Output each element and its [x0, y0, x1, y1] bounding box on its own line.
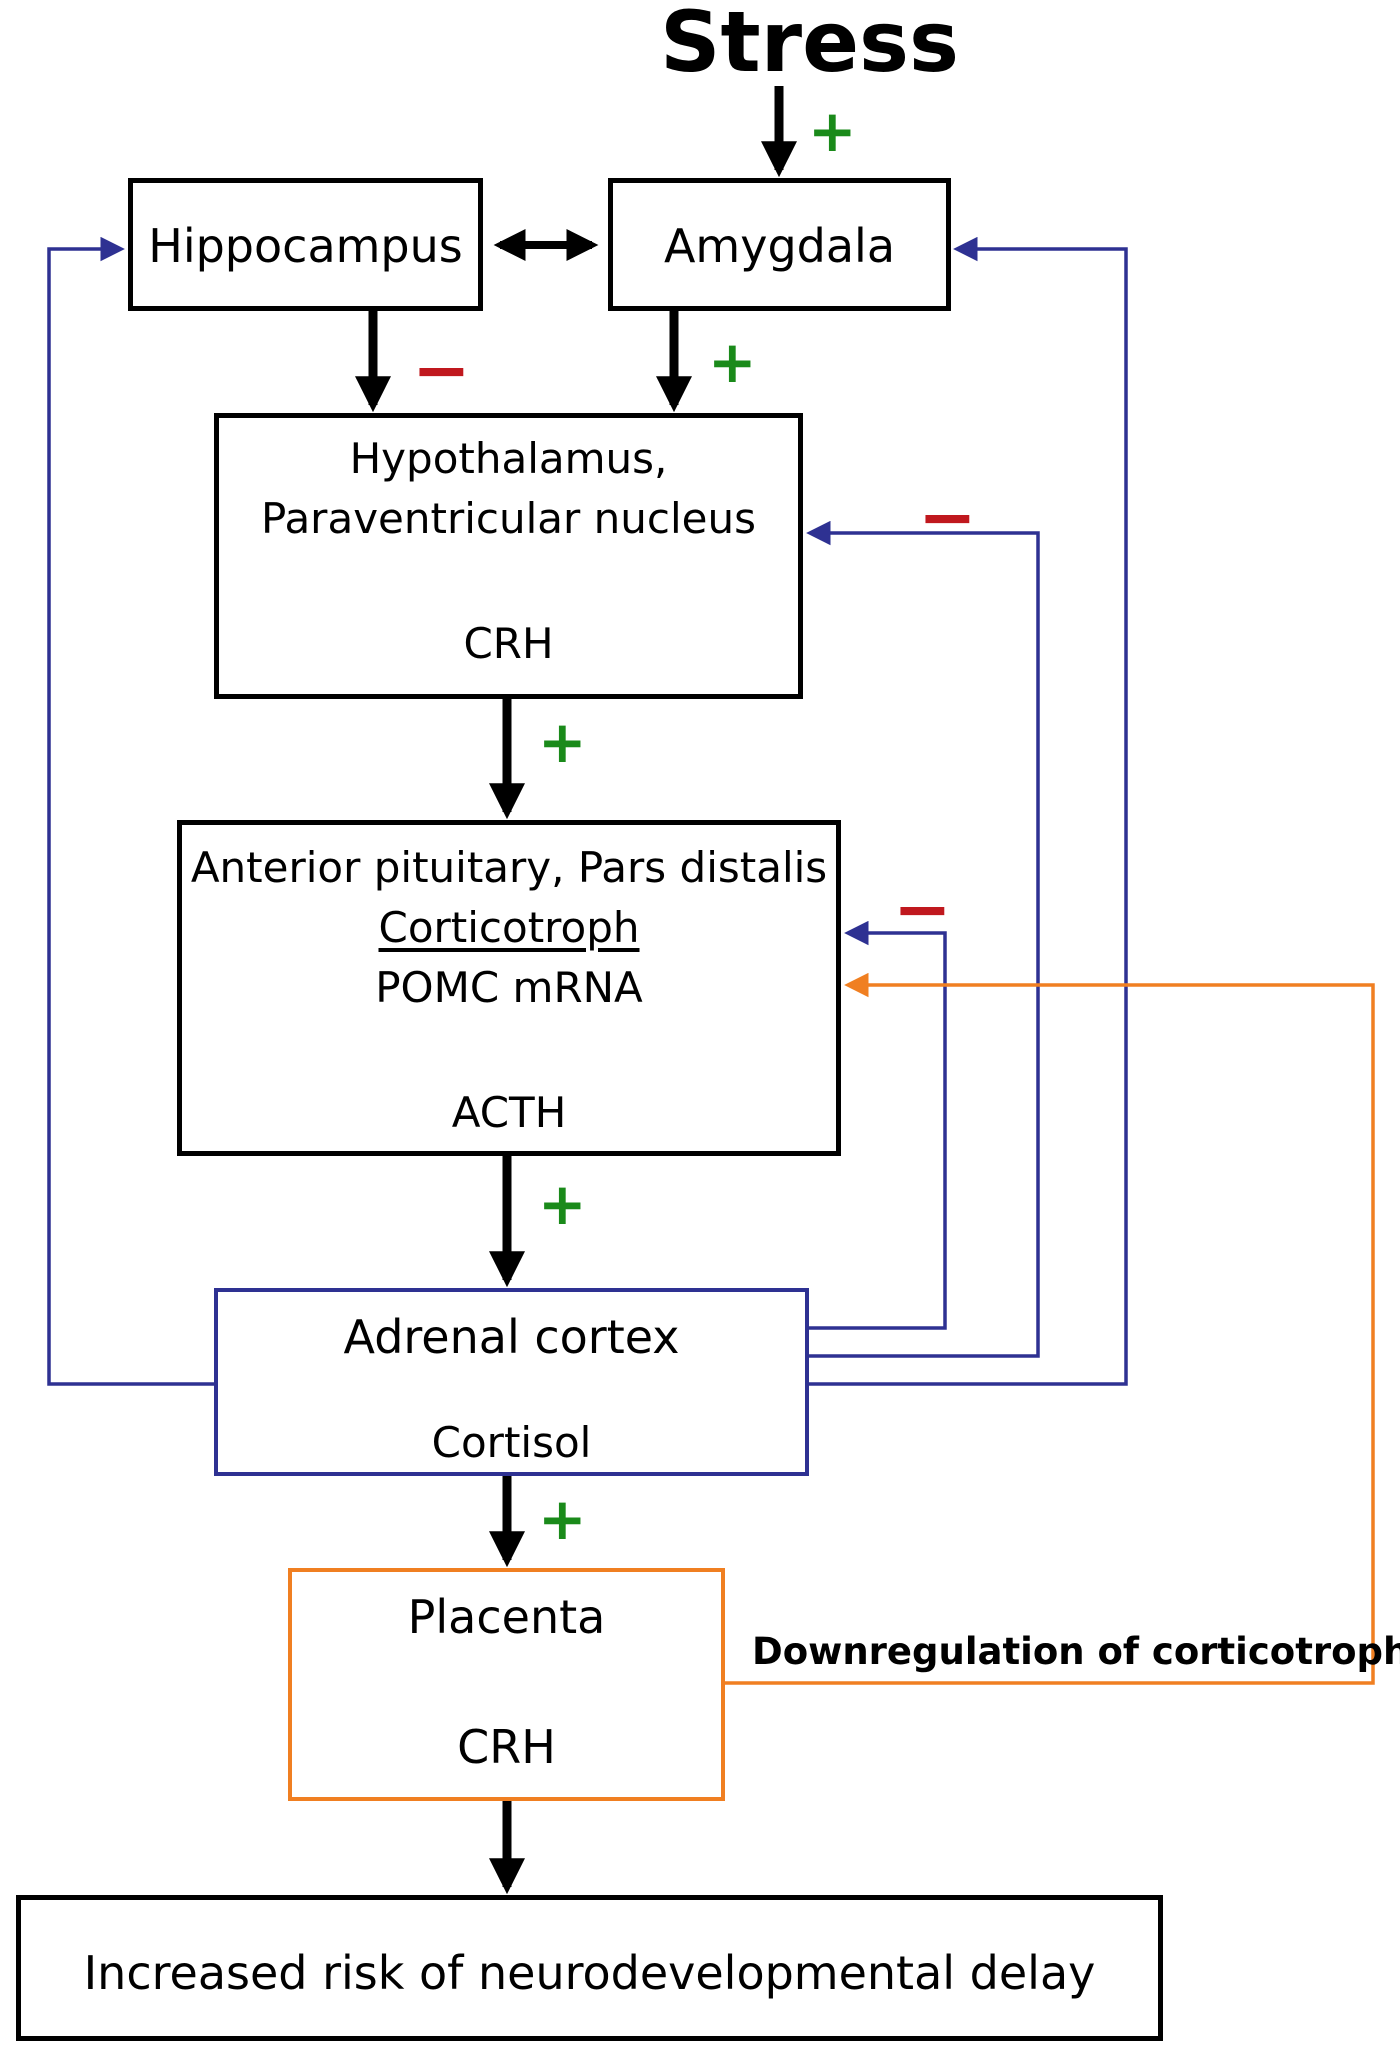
pituitary-line3: POMC mRNA [375, 963, 643, 1012]
outcome-label: Increased risk of neurodevelopmental del… [83, 1946, 1096, 2000]
feedback-adrenal-to-pituitary [809, 920, 947, 1330]
amygdala-node: Amygdala [608, 178, 951, 311]
downregulation-label: Downregulation of corticotrophs [752, 1630, 1400, 1673]
hypothalamus-line1: Hypothalamus, [349, 434, 668, 483]
plus-sign-amygdala: + [708, 328, 757, 396]
pituitary-line1: Anterior pituitary, Pars distalis [190, 843, 828, 892]
placenta-node: Placenta CRH [288, 1568, 725, 1801]
plus-sign-stress: + [808, 97, 857, 165]
adrenal-node: Adrenal cortex Cortisol [214, 1288, 809, 1476]
plus-sign-adrenal: + [538, 1485, 587, 1553]
pituitary-product: ACTH [451, 1088, 567, 1137]
adrenal-product: Cortisol [431, 1418, 592, 1467]
hypothalamus-line2: Paraventricular nucleus [261, 494, 756, 543]
placenta-product: CRH [457, 1720, 556, 1774]
hypothalamus-node: Hypothalamus, Paraventricular nucleus CR… [214, 413, 803, 699]
feedback-placenta-to-pituitary [725, 972, 1375, 1685]
hippocampus-label: Hippocampus [148, 219, 463, 273]
minus-sign-pituitary: − [893, 868, 952, 950]
pituitary-line2: Corticotroph [378, 903, 640, 952]
feedback-adrenal-to-amygdala [809, 236, 1128, 1386]
outcome-node: Increased risk of neurodevelopmental del… [16, 1895, 1163, 2041]
amygdala-label: Amygdala [663, 219, 896, 273]
minus-sign-hippocampus: − [412, 329, 471, 411]
minus-sign-hypothalamus: − [918, 476, 977, 558]
pituitary-node: Anterior pituitary, Pars distalis Cortic… [177, 820, 841, 1156]
plus-sign-hypothalamus: + [538, 708, 587, 776]
plus-sign-pituitary: + [538, 1170, 587, 1238]
hippocampus-node: Hippocampus [128, 178, 483, 311]
feedback-adrenal-to-hypothalamus [806, 520, 1040, 1358]
adrenal-line1: Adrenal cortex [343, 1310, 680, 1364]
feedback-adrenal-to-hippocampus [47, 236, 214, 1386]
stress-title: Stress [660, 0, 960, 91]
placenta-line1: Placenta [407, 1590, 606, 1644]
hypothalamus-product: CRH [463, 619, 554, 668]
